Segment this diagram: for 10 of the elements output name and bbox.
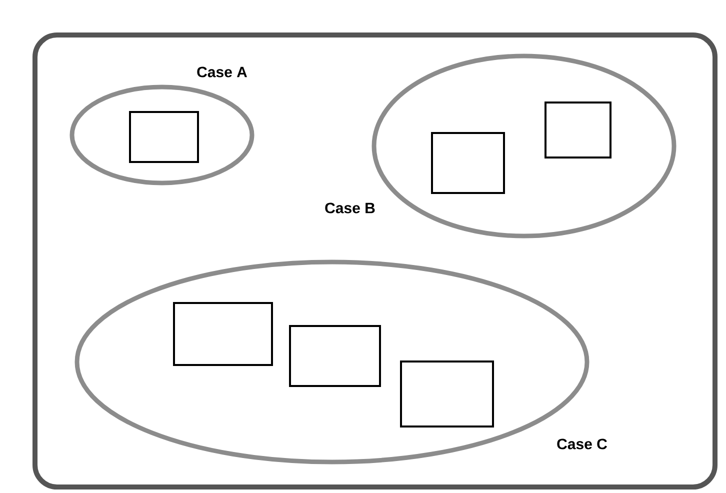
element-box [544,102,612,158]
element-box [400,360,494,428]
element-box [173,302,273,366]
element-box [289,325,381,387]
case-label: Case C [557,438,607,450]
case-label: Case A [197,66,247,78]
diagram-frame [32,32,718,490]
element-box [431,132,505,194]
element-box [129,111,199,163]
case-label: Case B [325,202,375,214]
